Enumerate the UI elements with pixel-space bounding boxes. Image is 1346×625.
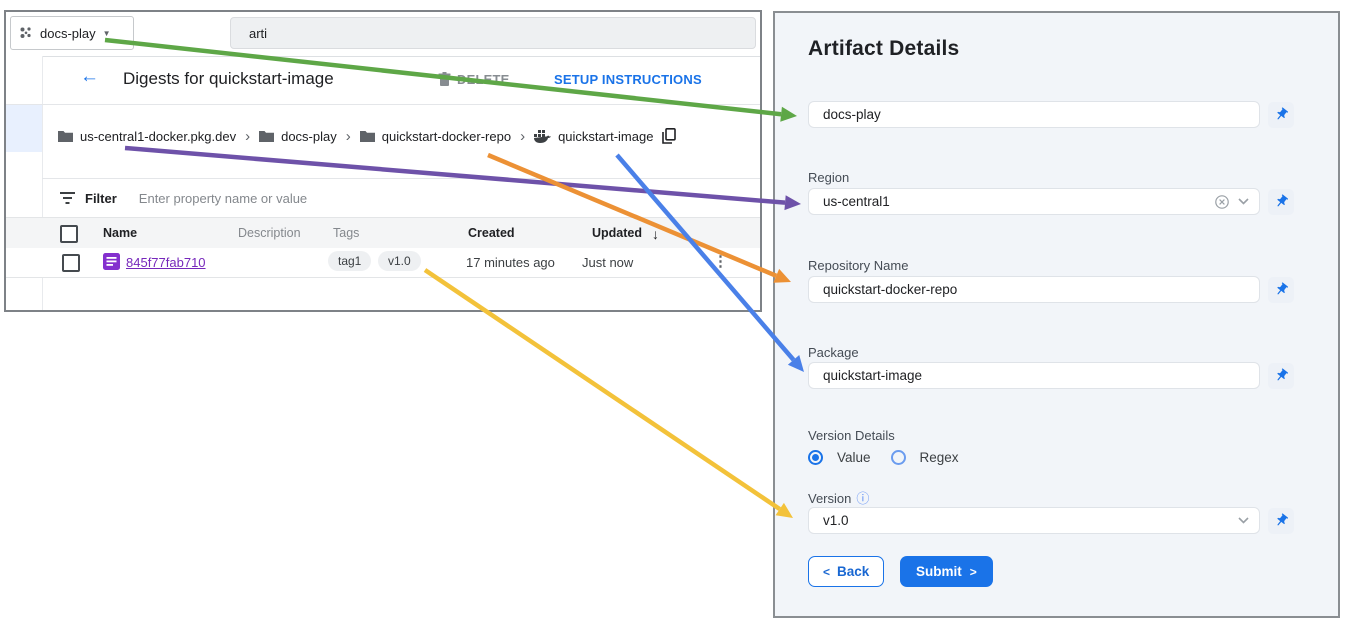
pin-icon xyxy=(1276,107,1288,120)
table-header: Name Description Tags Created Updated ↓ xyxy=(6,217,760,249)
search-bar[interactable] xyxy=(230,17,773,49)
breadcrumb-separator: › xyxy=(345,127,351,145)
filter-bar[interactable]: Filter Enter property name or value xyxy=(60,184,307,212)
version-field-row xyxy=(808,507,1294,534)
version-field[interactable] xyxy=(808,507,1260,534)
package-field-row xyxy=(808,362,1294,389)
console-screenshot: docs-play ▼ ← Digests for quickstart-ima… xyxy=(4,10,773,312)
chevron-left-icon: < xyxy=(823,564,831,579)
digest-icon xyxy=(103,253,120,270)
radio-regex[interactable] xyxy=(890,450,906,465)
tag-chip[interactable]: tag1 xyxy=(328,251,372,271)
info-icon[interactable]: ⓘ xyxy=(856,491,870,506)
folder-icon xyxy=(259,131,275,142)
col-tags: Tags xyxy=(333,226,360,240)
row-checkbox[interactable] xyxy=(62,254,80,272)
chevron-right-icon: > xyxy=(969,564,977,579)
pin-button[interactable] xyxy=(1268,188,1294,215)
pin-icon xyxy=(1276,194,1288,207)
docker-image-icon xyxy=(534,129,552,143)
setup-instructions-button[interactable]: SETUP INSTRUCTIONS xyxy=(554,72,702,87)
copy-icon[interactable] xyxy=(662,128,677,144)
breadcrumb-separator: › xyxy=(245,127,251,145)
artifact-details-panel: Artifact Details Region xyxy=(773,11,1340,618)
breadcrumb-item-image[interactable]: quickstart-image xyxy=(534,129,653,144)
repository-field-row xyxy=(808,276,1294,303)
sort-desc-icon[interactable]: ↓ xyxy=(652,226,659,242)
created-cell: 17 minutes ago xyxy=(466,255,555,270)
package-input[interactable] xyxy=(821,367,1249,384)
search-input[interactable] xyxy=(231,18,773,48)
trash-icon xyxy=(438,72,451,86)
radio-value[interactable] xyxy=(808,450,823,465)
breadcrumb-item-host[interactable]: us-central1-docker.pkg.dev xyxy=(58,129,236,144)
chevron-down-icon[interactable] xyxy=(1238,198,1249,205)
package-field[interactable] xyxy=(808,362,1260,389)
repository-label: Repository Name xyxy=(808,258,909,273)
row-overflow-menu[interactable]: ⋮ xyxy=(713,253,728,270)
pin-button[interactable] xyxy=(1268,101,1294,128)
col-description: Description xyxy=(238,226,301,240)
back-button[interactable]: < Back xyxy=(808,556,885,587)
pin-button[interactable] xyxy=(1268,276,1294,303)
dropdown-caret-icon: ▼ xyxy=(102,28,111,38)
updated-cell: Just now xyxy=(582,255,634,270)
pin-button[interactable] xyxy=(1268,362,1294,389)
filter-label: Filter xyxy=(85,190,117,206)
app-bar: docs-play ▼ xyxy=(6,12,773,57)
table-row[interactable]: 845f77fab710 tag1 v1.0 17 minutes ago Ju… xyxy=(6,248,760,278)
version-details-label: Version Details xyxy=(808,428,895,443)
tag-chip[interactable]: v1.0 xyxy=(378,251,421,271)
repository-field[interactable] xyxy=(808,276,1260,303)
clear-icon[interactable] xyxy=(1215,194,1229,209)
radio-regex-label[interactable]: Regex xyxy=(919,450,959,465)
filter-icon xyxy=(60,192,75,204)
select-all-checkbox[interactable] xyxy=(60,225,78,243)
breadcrumb-item-repository[interactable]: quickstart-docker-repo xyxy=(359,129,511,144)
pin-icon xyxy=(1276,368,1288,381)
repository-input[interactable] xyxy=(821,281,1249,298)
version-details-radios: Value Regex xyxy=(808,450,965,465)
region-label: Region xyxy=(808,170,850,185)
pin-icon xyxy=(1276,513,1288,526)
breadcrumb: us-central1-docker.pkg.dev › docs-play ›… xyxy=(58,127,677,145)
divider xyxy=(42,178,760,179)
delete-button[interactable]: DELETE xyxy=(438,72,509,87)
digest-link[interactable]: 845f77fab710 xyxy=(126,255,206,270)
project-name: docs-play xyxy=(40,25,96,41)
selected-nav-item[interactable] xyxy=(6,104,42,152)
chevron-down-icon[interactable] xyxy=(1238,517,1249,524)
submit-button[interactable]: Submit > xyxy=(900,556,993,587)
version-input[interactable] xyxy=(821,512,1238,529)
project-field[interactable] xyxy=(808,101,1260,128)
col-created[interactable]: Created xyxy=(468,226,515,240)
project-dots-icon xyxy=(20,27,31,38)
project-field-row xyxy=(808,101,1294,128)
breadcrumb-item-project[interactable]: docs-play xyxy=(259,129,337,144)
page-title: Digests for quickstart-image xyxy=(123,69,334,88)
col-name[interactable]: Name xyxy=(103,226,138,240)
divider xyxy=(6,104,760,105)
region-field-row xyxy=(808,188,1294,215)
delete-label: DELETE xyxy=(457,72,510,87)
pin-button[interactable] xyxy=(1268,507,1294,534)
region-input[interactable] xyxy=(821,193,1215,210)
col-updated[interactable]: Updated xyxy=(592,226,642,240)
pin-icon xyxy=(1276,282,1288,295)
back-arrow-button[interactable]: ← xyxy=(80,66,99,87)
filter-placeholder: Enter property name or value xyxy=(138,190,308,206)
project-selector[interactable]: docs-play ▼ xyxy=(10,16,134,50)
package-label: Package xyxy=(808,345,859,360)
region-field[interactable] xyxy=(808,188,1260,215)
folder-icon xyxy=(58,131,73,142)
setup-instructions-label: SETUP INSTRUCTIONS xyxy=(554,72,702,87)
panel-title: Artifact Details xyxy=(808,37,960,60)
radio-value-label[interactable]: Value xyxy=(837,450,871,465)
breadcrumb-separator: › xyxy=(520,127,526,145)
folder-icon xyxy=(359,131,375,142)
project-input[interactable] xyxy=(821,106,1249,123)
